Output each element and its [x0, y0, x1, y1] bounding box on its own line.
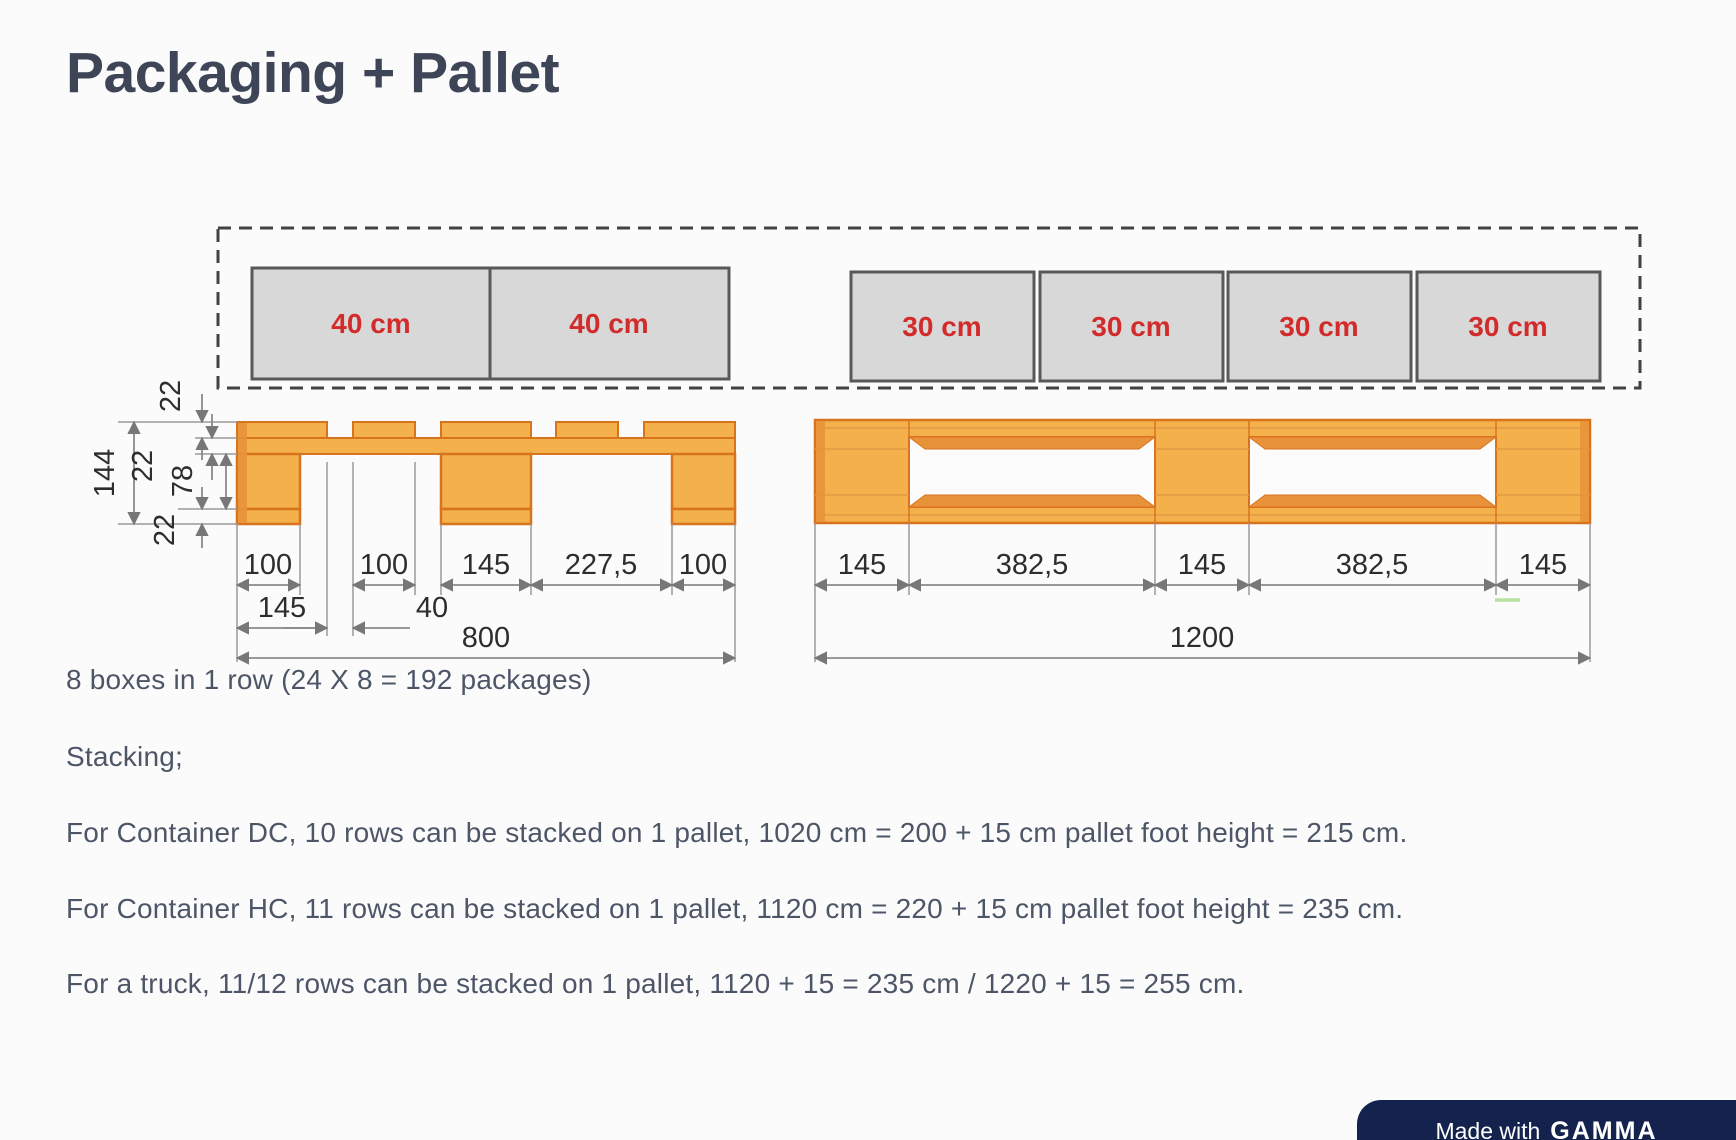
small-box-2: 30 cm: [1038, 270, 1225, 383]
small-box-3-label: 30 cm: [1279, 311, 1358, 342]
pallet-diagram: 40 cm 40 cm 30 cm 30 cm 30 cm 30 cm: [89, 226, 1642, 665]
dim-label: 227,5: [565, 549, 638, 581]
note-container-dc: For Container DC, 10 rows can be stacked…: [66, 817, 1408, 848]
dim-label: 145: [838, 549, 886, 581]
dim-label: 40: [416, 592, 448, 624]
dim-label: 100: [679, 549, 727, 581]
left-pallet-height-dimensions: 144 22 22 78 22: [89, 380, 237, 548]
dim-label: 145: [462, 549, 510, 581]
small-box-3: 30 cm: [1226, 270, 1413, 383]
note-boxes-per-row: 8 boxes in 1 row (24 X 8 = 192 packages): [66, 664, 592, 695]
right-pallet: [813, 418, 1592, 525]
large-box-2-label: 40 cm: [569, 308, 648, 339]
dim-label: 382,5: [996, 549, 1069, 581]
dim-label: 100: [244, 549, 292, 581]
dim-label-stringer-height: 22: [127, 450, 159, 482]
right-pallet-dimensions: 145 382,5 145 382,5 145 1200: [813, 523, 1592, 665]
large-box-1: 40 cm: [250, 266, 492, 381]
small-box-4: 30 cm: [1415, 270, 1602, 383]
page-title: Packaging + Pallet: [66, 41, 560, 105]
small-box-2-label: 30 cm: [1091, 311, 1170, 342]
dim-label: 382,5: [1336, 549, 1409, 581]
badge-prefix: Made with: [1435, 1117, 1541, 1140]
small-box-4-label: 30 cm: [1468, 311, 1547, 342]
note-stacking-heading: Stacking;: [66, 741, 183, 772]
dim-label: 100: [360, 549, 408, 581]
dim-label: 145: [1519, 549, 1567, 581]
gamma-logo: GAMMA: [1550, 1116, 1658, 1140]
dim-label: 145: [258, 592, 306, 624]
large-box-1-label: 40 cm: [331, 308, 410, 339]
dim-label: 145: [1178, 549, 1226, 581]
dim-label-bottom-height: 22: [149, 514, 181, 546]
large-box-2: 40 cm: [488, 266, 731, 381]
dim-label-block-height: 78: [167, 465, 199, 497]
note-container-hc: For Container HC, 11 rows can be stacked…: [66, 893, 1404, 924]
dashed-outline: [216, 226, 1642, 390]
dim-label-deck-height: 22: [155, 380, 187, 412]
left-pallet: [235, 421, 737, 526]
made-with-gamma-badge[interactable]: Made with GAMMA: [1357, 1100, 1736, 1140]
small-box-1: 30 cm: [849, 270, 1036, 383]
small-box-1-label: 30 cm: [902, 311, 981, 342]
dim-label-total-1200: 1200: [1170, 622, 1235, 654]
left-pallet-dimensions: 100 100 145 227,5 100 145 40 800: [235, 462, 737, 665]
dim-label-total-800: 800: [462, 622, 510, 654]
note-truck: For a truck, 11/12 rows can be stacked o…: [66, 968, 1245, 999]
dim-label-overall-height: 144: [89, 449, 121, 497]
